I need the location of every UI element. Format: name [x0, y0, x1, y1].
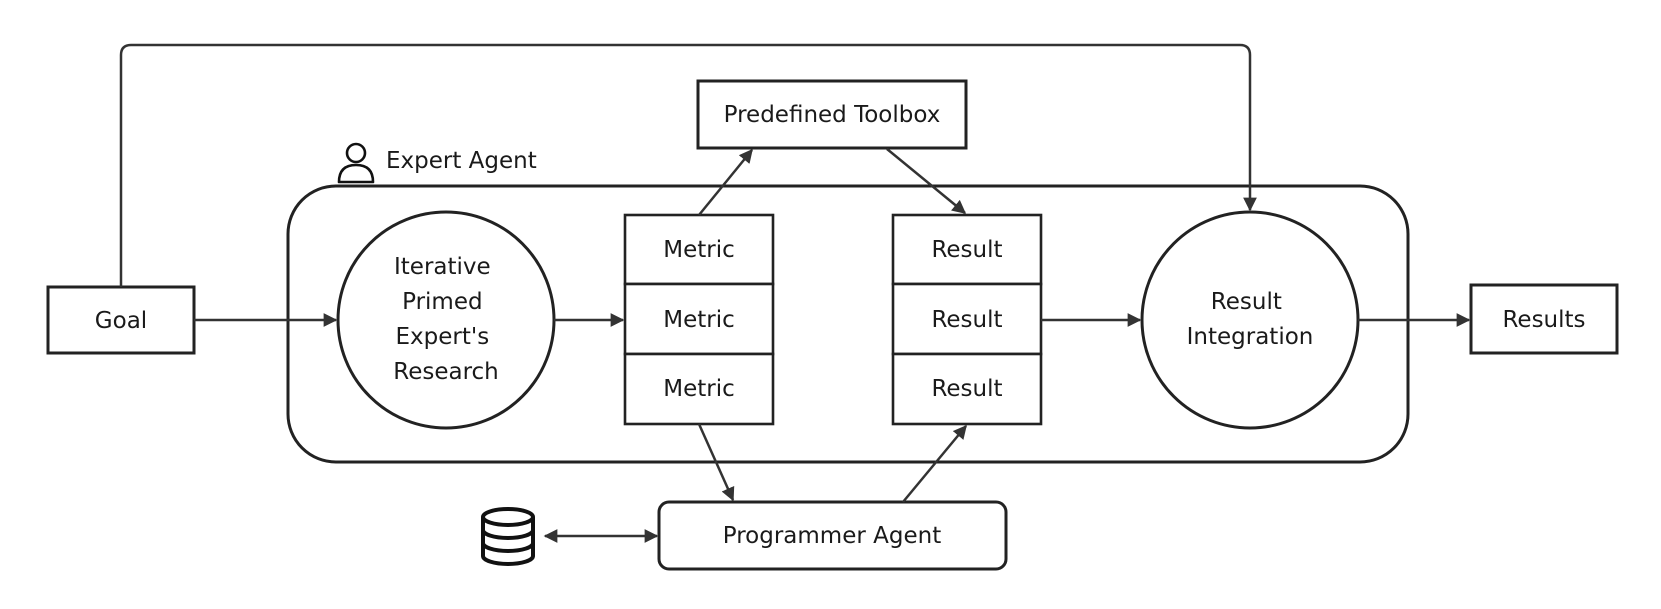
research-label: Iterative Primed Expert's Research [393, 254, 499, 385]
metric-label: Metric [663, 237, 735, 263]
toolbox-box [696, 79, 968, 150]
result-label: Result [931, 307, 1002, 333]
goal-label: Goal [95, 308, 147, 334]
result-label: Result [931, 237, 1002, 263]
metric-cell [623, 352, 775, 426]
results-box [1469, 283, 1619, 355]
expert-agent-container [286, 184, 1410, 464]
goal-box [46, 285, 196, 355]
programmer-agent-label: Programmer Agent [723, 523, 941, 549]
research-circle [336, 210, 556, 430]
result-integration-circle [1140, 210, 1360, 430]
arrow-programmer-to-results [902, 424, 967, 503]
metric-label: Metric [663, 307, 735, 333]
arrow-toolbox-to-results [886, 148, 967, 214]
arrow-metrics-to-toolbox [698, 148, 753, 216]
expert-agent-label: Expert Agent [386, 148, 537, 174]
toolbox-label: Predefined Toolbox [724, 102, 941, 128]
database-icon [481, 507, 535, 566]
person-icon [337, 142, 375, 184]
metric-label: Metric [663, 376, 735, 402]
results-label: Results [1502, 307, 1585, 333]
result-stack: Result Result Result [891, 213, 1043, 426]
programmer-agent-box [657, 500, 1008, 571]
metric-stack: Metric Metric Metric [623, 213, 775, 426]
result-integration-label: Result Integration [1187, 289, 1314, 350]
result-cell [891, 352, 1043, 426]
arrow-metrics-to-programmer [697, 423, 735, 502]
arrow-goal-to-integration [119, 43, 1257, 287]
result-label: Result [931, 376, 1002, 402]
metric-cell [623, 282, 775, 356]
